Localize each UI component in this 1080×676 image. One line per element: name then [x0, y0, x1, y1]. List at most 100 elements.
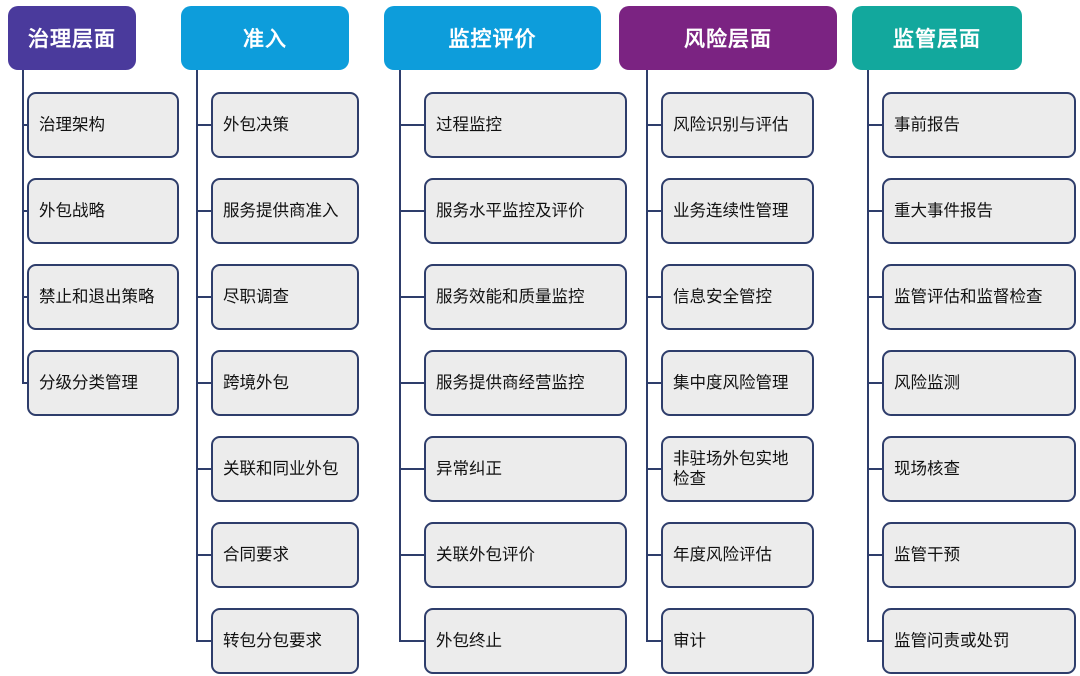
item-box-access-6[interactable]: 合同要求	[211, 522, 359, 588]
connector-trunk-access	[196, 70, 198, 641]
connector-stub-monitoring-3	[399, 296, 424, 298]
item-box-supervision-2[interactable]: 重大事件报告	[882, 178, 1076, 244]
item-label: 外包战略	[39, 201, 105, 220]
item-box-supervision-1[interactable]: 事前报告	[882, 92, 1076, 158]
connector-stub-risk-3	[646, 296, 661, 298]
item-box-supervision-7[interactable]: 监管问责或处罚	[882, 608, 1076, 674]
item-box-monitoring-2[interactable]: 服务水平监控及评价	[424, 178, 627, 244]
connector-trunk-monitoring	[399, 70, 401, 641]
item-label: 业务连续性管理	[673, 201, 789, 220]
item-label: 合同要求	[223, 545, 289, 564]
item-label: 过程监控	[436, 115, 502, 134]
connector-stub-risk-4	[646, 382, 661, 384]
connector-stub-supervision-7	[867, 640, 882, 642]
item-box-monitoring-3[interactable]: 服务效能和质量监控	[424, 264, 627, 330]
item-box-governance-1[interactable]: 治理架构	[27, 92, 179, 158]
item-label: 服务提供商准入	[223, 201, 339, 220]
item-box-access-2[interactable]: 服务提供商准入	[211, 178, 359, 244]
connector-stub-supervision-2	[867, 210, 882, 212]
connector-trunk-supervision	[867, 70, 869, 641]
item-label: 事前报告	[894, 115, 960, 134]
item-label: 跨境外包	[223, 373, 289, 392]
item-label: 监管问责或处罚	[894, 631, 1010, 650]
connector-stub-monitoring-1	[399, 124, 424, 126]
item-box-risk-2[interactable]: 业务连续性管理	[661, 178, 814, 244]
connector-stub-supervision-6	[867, 554, 882, 556]
column-header-supervision[interactable]: 监管层面	[852, 6, 1022, 70]
item-label: 年度风险评估	[673, 545, 772, 564]
item-label: 异常纠正	[436, 459, 502, 478]
item-label: 治理架构	[39, 115, 105, 134]
connector-stub-access-7	[196, 640, 211, 642]
item-box-monitoring-4[interactable]: 服务提供商经营监控	[424, 350, 627, 416]
item-box-access-1[interactable]: 外包决策	[211, 92, 359, 158]
connector-stub-access-3	[196, 296, 211, 298]
item-box-governance-4[interactable]: 分级分类管理	[27, 350, 179, 416]
connector-trunk-risk	[646, 70, 648, 641]
connector-stub-monitoring-2	[399, 210, 424, 212]
item-box-supervision-4[interactable]: 风险监测	[882, 350, 1076, 416]
item-label: 禁止和退出策略	[39, 287, 155, 306]
item-box-monitoring-5[interactable]: 异常纠正	[424, 436, 627, 502]
item-label: 关联外包评价	[436, 545, 535, 564]
connector-stub-access-6	[196, 554, 211, 556]
item-label: 审计	[673, 631, 706, 650]
connector-stub-supervision-5	[867, 468, 882, 470]
item-box-access-4[interactable]: 跨境外包	[211, 350, 359, 416]
connector-stub-governance-4	[22, 382, 27, 384]
connector-stub-governance-2	[22, 210, 27, 212]
item-label: 服务效能和质量监控	[436, 287, 585, 306]
item-box-access-3[interactable]: 尽职调查	[211, 264, 359, 330]
column-header-access[interactable]: 准入	[181, 6, 349, 70]
item-label: 重大事件报告	[894, 201, 993, 220]
item-label: 监管评估和监督检查	[894, 287, 1043, 306]
connector-stub-monitoring-5	[399, 468, 424, 470]
connector-stub-monitoring-4	[399, 382, 424, 384]
connector-stub-risk-5	[646, 468, 661, 470]
item-label: 尽职调查	[223, 287, 289, 306]
item-label: 监管干预	[894, 545, 960, 564]
item-box-risk-3[interactable]: 信息安全管控	[661, 264, 814, 330]
connector-trunk-governance	[22, 70, 24, 383]
item-label: 分级分类管理	[39, 373, 138, 392]
item-label: 服务提供商经营监控	[436, 373, 585, 392]
item-label: 服务水平监控及评价	[436, 201, 585, 220]
connector-stub-supervision-1	[867, 124, 882, 126]
connector-stub-supervision-4	[867, 382, 882, 384]
connector-stub-governance-1	[22, 124, 27, 126]
item-label: 信息安全管控	[673, 287, 772, 306]
column-header-monitoring[interactable]: 监控评价	[384, 6, 601, 70]
column-header-risk[interactable]: 风险层面	[619, 6, 837, 70]
connector-stub-monitoring-6	[399, 554, 424, 556]
item-box-risk-6[interactable]: 年度风险评估	[661, 522, 814, 588]
item-box-supervision-5[interactable]: 现场核查	[882, 436, 1076, 502]
connector-stub-monitoring-7	[399, 640, 424, 642]
item-label: 外包终止	[436, 631, 502, 650]
item-box-access-5[interactable]: 关联和同业外包	[211, 436, 359, 502]
item-box-governance-3[interactable]: 禁止和退出策略	[27, 264, 179, 330]
connector-stub-access-1	[196, 124, 211, 126]
item-box-risk-4[interactable]: 集中度风险管理	[661, 350, 814, 416]
item-box-governance-2[interactable]: 外包战略	[27, 178, 179, 244]
item-label: 集中度风险管理	[673, 373, 789, 392]
item-box-risk-1[interactable]: 风险识别与评估	[661, 92, 814, 158]
connector-stub-governance-3	[22, 296, 27, 298]
item-box-monitoring-6[interactable]: 关联外包评价	[424, 522, 627, 588]
connector-stub-risk-1	[646, 124, 661, 126]
item-box-supervision-3[interactable]: 监管评估和监督检查	[882, 264, 1076, 330]
item-label: 非驻场外包实地检查	[673, 449, 789, 488]
item-box-risk-7[interactable]: 审计	[661, 608, 814, 674]
item-label: 关联和同业外包	[223, 459, 339, 478]
connector-stub-access-4	[196, 382, 211, 384]
item-box-supervision-6[interactable]: 监管干预	[882, 522, 1076, 588]
item-box-monitoring-1[interactable]: 过程监控	[424, 92, 627, 158]
connector-stub-risk-2	[646, 210, 661, 212]
item-box-risk-5[interactable]: 非驻场外包实地检查	[661, 436, 814, 502]
connector-stub-risk-7	[646, 640, 661, 642]
connector-stub-supervision-3	[867, 296, 882, 298]
item-label: 风险监测	[894, 373, 960, 392]
item-box-access-7[interactable]: 转包分包要求	[211, 608, 359, 674]
item-box-monitoring-7[interactable]: 外包终止	[424, 608, 627, 674]
column-header-governance[interactable]: 治理层面	[8, 6, 136, 70]
